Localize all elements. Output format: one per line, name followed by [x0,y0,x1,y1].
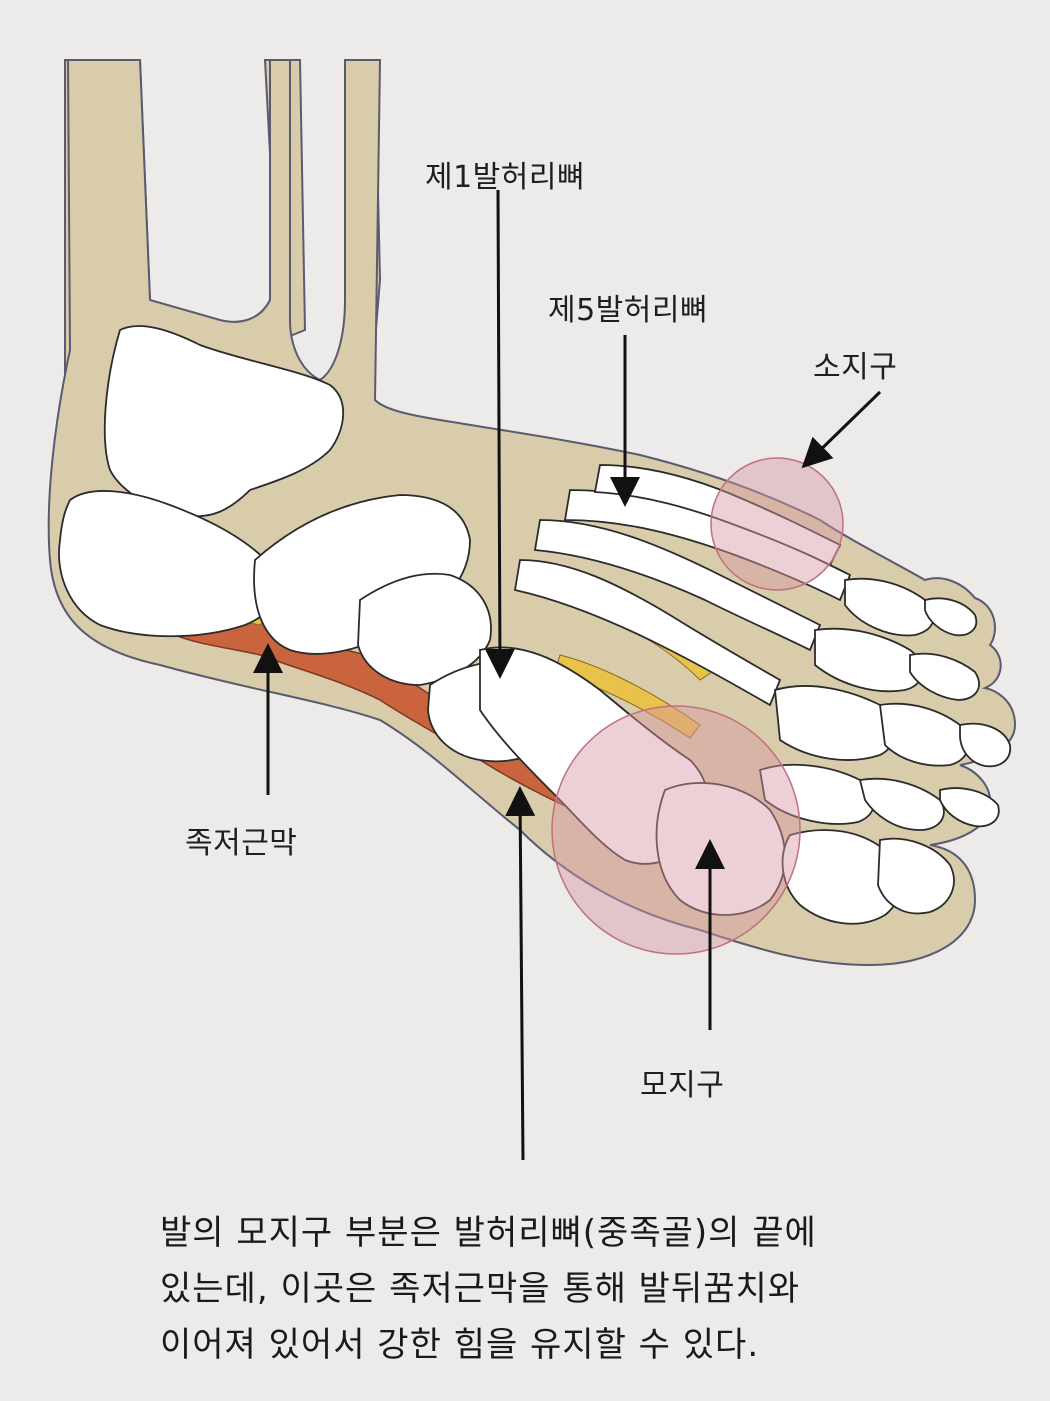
caption-line-1: 발의 모지구 부분은 발허리뼈(중족골)의 끝에 [160,1213,817,1253]
thenar-pad-highlight [551,705,801,955]
foot-bones [58,325,1012,925]
hypothenar-pad-highlight [710,457,844,591]
label-thenar: 모지구 [640,1068,725,1103]
label-hypothenar: 소지구 [813,350,898,385]
pointer-arrows [253,189,882,1161]
caption-line-3: 이어져 있어서 강한 힘을 유지할 수 있다. [160,1325,760,1365]
arrow-metatarsal-1 [484,189,515,679]
label-metatarsal-5: 제5발허리뼈 [548,293,709,328]
foot-skin-outline [47,59,1017,967]
arrow-hypothenar [801,390,882,469]
label-plantar-fascia: 족저근막 [185,826,298,861]
arrow-plantar-fascia-2 [505,786,536,1161]
label-metatarsal-1: 제1발허리뼈 [425,160,586,195]
caption-line-2: 있는데, 이곳은 족저근막을 통해 발뒤꿈치와 [160,1269,801,1309]
caption-text: 발의 모지구 부분은 발허리뼈(중족골)의 끝에 있는데, 이곳은 족저근막을 … [160,1205,1020,1373]
